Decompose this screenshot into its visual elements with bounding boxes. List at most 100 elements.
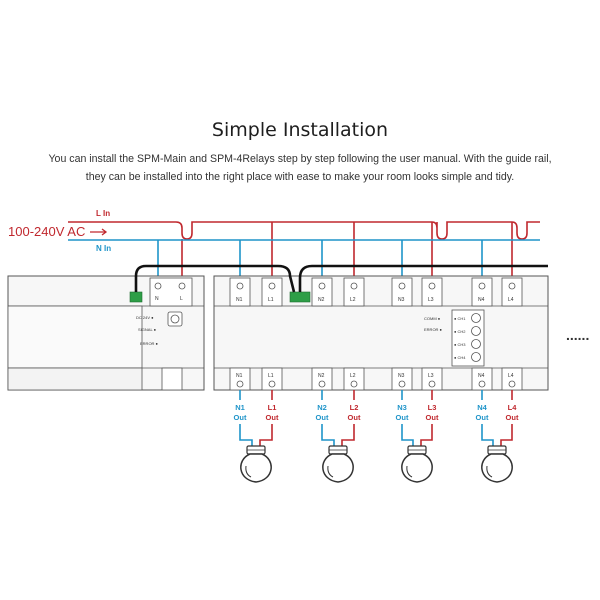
neutral-output-wire	[401, 390, 414, 446]
terminal-screw	[428, 282, 436, 290]
relay-top-terminal	[421, 277, 443, 307]
terminal-screw	[318, 380, 326, 388]
neutral-in-label: N In	[96, 244, 111, 253]
live-output-wire	[500, 390, 513, 446]
live-output-label: L4	[508, 403, 518, 412]
main-terminal-label-l: L	[180, 296, 183, 302]
live-output-suffix: Out	[266, 413, 279, 422]
relay-top-terminal	[471, 277, 493, 307]
live-output-wire	[341, 390, 355, 446]
relay-top-terminal	[391, 277, 413, 307]
neutral-output-suffix: Out	[476, 413, 489, 422]
terminal-screw	[268, 380, 276, 388]
live-in-label: L In	[96, 209, 110, 218]
relay-bottom-terminals: N1 L1 N2 L2 N3 L3 N4 L4	[229, 367, 523, 391]
main-indicator-dc24v: DC 24V ●	[136, 315, 154, 320]
relay-led-label: ● CH2	[454, 329, 466, 334]
supply-arrow	[90, 228, 108, 236]
relay-top-terminal-label: L4	[508, 297, 514, 303]
relay-status-comm: COMM ●	[424, 316, 441, 321]
relay-top-terminal-label: N4	[478, 297, 485, 303]
description: You can install the SPM-Main and SPM-4Re…	[30, 150, 570, 186]
relay-top-terminals: N1 L1 N2 L2 N3 L3 N4 L4	[229, 277, 523, 307]
relay-bottom-terminal-label: N1	[236, 373, 243, 379]
relay-bottom-terminal-label: L2	[350, 373, 356, 379]
relay-bottom-terminal-label: L4	[508, 373, 514, 379]
description-line-2: they can be installed into the right pla…	[85, 171, 515, 183]
terminal-screw	[350, 380, 358, 388]
neutral-output-wire	[239, 390, 253, 446]
relay-buttons: ● CH1 ● CH2 ● CH3 ● CH4	[451, 309, 485, 367]
terminal-screw	[350, 282, 358, 290]
relay-top-terminal-label: L3	[428, 297, 434, 303]
live-bus-wire	[68, 221, 540, 278]
neutral-output-label: N1	[235, 403, 245, 412]
relay-top-terminal-label: L1	[268, 297, 274, 303]
light-bulb-icon	[401, 445, 433, 483]
comm-bus-cable	[134, 264, 548, 293]
terminal-screw	[236, 282, 244, 290]
main-module: N L DC 24V ● SIGNAL ● ERROR ●	[7, 275, 205, 391]
relay-led-label: ● CH1	[454, 316, 466, 321]
relay-bottom-terminal-label: N2	[318, 373, 325, 379]
light-bulb-icon	[240, 445, 272, 483]
light-bulb-icon	[481, 445, 513, 483]
live-output-label: L2	[350, 403, 359, 412]
neutral-output-wire	[481, 390, 494, 446]
terminal-screw	[478, 380, 486, 388]
page-title: Simple Installation	[211, 119, 389, 141]
continuation-dots: ......	[566, 327, 589, 343]
main-indicator-signal: SIGNAL ●	[138, 327, 157, 332]
description-line-1: You can install the SPM-Main and SPM-4Re…	[48, 153, 552, 165]
relay-bottom-terminal-label: N3	[398, 373, 405, 379]
relay-led-label: ● CH3	[454, 342, 466, 347]
neutral-output-label: N4	[477, 403, 487, 412]
terminal-screw	[508, 282, 516, 290]
relay-top-terminal-label: L2	[350, 297, 356, 303]
relay-top-terminal-label: N2	[318, 297, 325, 303]
relay-bottom-terminal-label: L1	[268, 373, 274, 379]
relay-channel-button[interactable]	[471, 339, 481, 349]
relay-top-terminal	[343, 277, 365, 307]
main-bus-connector	[129, 291, 143, 303]
terminal-screw	[428, 380, 436, 388]
relay-channel-button[interactable]	[471, 313, 481, 323]
terminal-screw	[236, 380, 244, 388]
main-module-rail-foot	[7, 367, 143, 391]
live-output-suffix: Out	[348, 413, 361, 422]
main-module-rail-step	[7, 305, 143, 369]
relay-status-error: ERROR ●	[424, 327, 443, 332]
relay-top-terminal	[501, 277, 523, 307]
terminal-screw	[508, 380, 516, 388]
relay-top-terminal	[229, 277, 251, 307]
relay-led-label: ● CH4	[454, 355, 466, 360]
relay-bottom-terminal-label: L3	[428, 373, 434, 379]
main-indicator-error: ERROR ●	[140, 341, 159, 346]
relay-bottom-terminal-label: N4	[478, 373, 485, 379]
relay-top-terminal	[261, 277, 283, 307]
live-output-wire	[420, 390, 433, 446]
terminal-screw	[398, 282, 406, 290]
neutral-output-suffix: Out	[396, 413, 409, 422]
live-output-wire	[259, 390, 273, 446]
terminal-screw	[268, 282, 276, 290]
main-button-cap	[170, 314, 180, 324]
terminal-screw	[318, 282, 326, 290]
terminal-screw	[478, 282, 486, 290]
relay-top-terminal-label: N1	[236, 297, 243, 303]
neutral-output-wire	[321, 390, 335, 446]
live-output-label: L3	[428, 403, 437, 412]
live-output-suffix: Out	[506, 413, 519, 422]
relay-channel-button[interactable]	[471, 326, 481, 336]
neutral-output-suffix: Out	[234, 413, 247, 422]
terminal-screw	[398, 380, 406, 388]
live-output-suffix: Out	[426, 413, 439, 422]
light-bulb-icon	[322, 445, 354, 483]
relay-top-terminal-label: N3	[398, 297, 405, 303]
relay-channel-button[interactable]	[471, 352, 481, 362]
neutral-output-suffix: Out	[316, 413, 329, 422]
main-terminal-label-n: N	[155, 296, 159, 302]
